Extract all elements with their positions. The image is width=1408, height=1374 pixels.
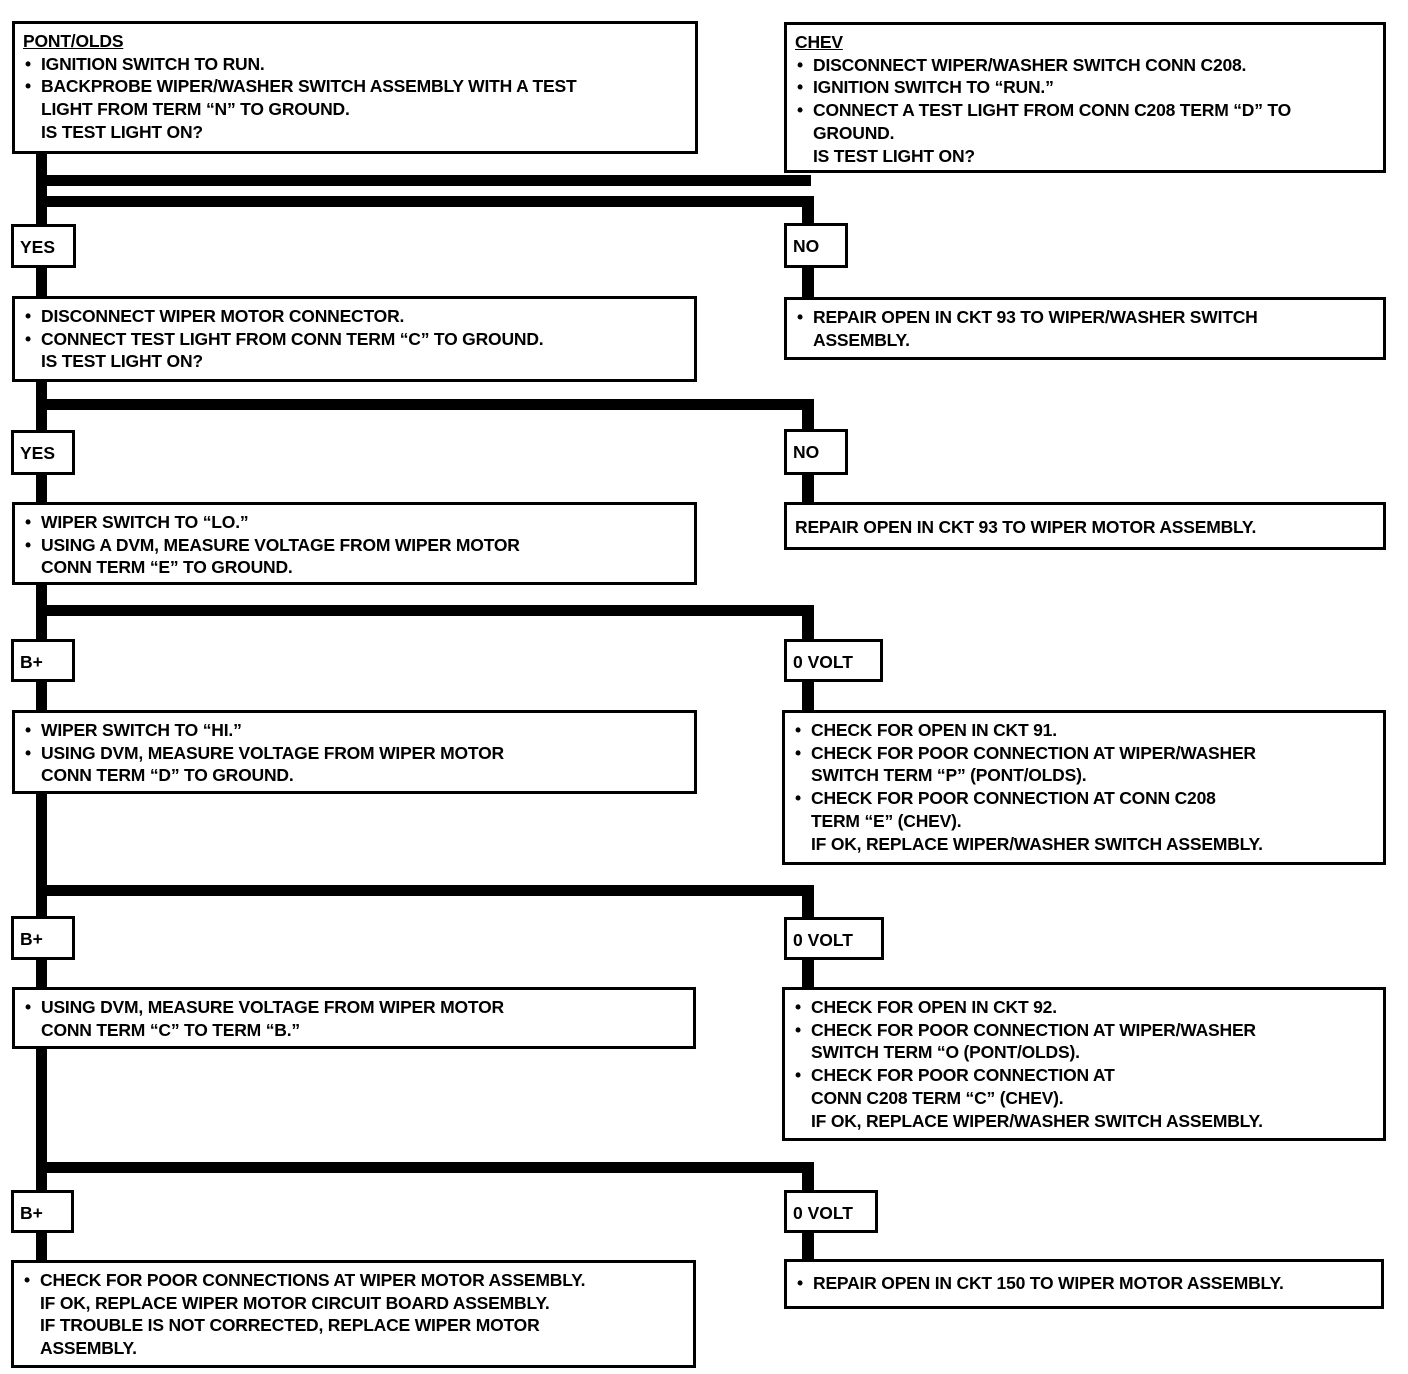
zero-stem-4 — [802, 958, 814, 990]
step-text: IGNITION SWITCH TO “RUN.” — [795, 76, 1373, 99]
step-text: REPAIR OPEN IN CKT 150 TO WIPER MOTOR AS… — [795, 1272, 1371, 1295]
zero-stem-5 — [802, 1229, 814, 1260]
step-text: WIPER SWITCH TO “HI.” — [23, 719, 684, 742]
measure-lo-voltage-box: WIPER SWITCH TO “LO.” USING A DVM, MEASU… — [12, 502, 697, 585]
step-text: IF OK, REPLACE WIPER MOTOR CIRCUIT BOARD… — [40, 1292, 550, 1313]
step-text: SWITCH TERM “P” (PONT/OLDS). — [811, 765, 1087, 786]
step-text: CHECK FOR POOR CONNECTION AT — [793, 1064, 1373, 1087]
step-text: DISCONNECT WIPER/WASHER SWITCH CONN C208… — [795, 54, 1373, 77]
yes-label: YES — [11, 430, 75, 475]
zero-volt-label: 0 VOLT — [784, 639, 883, 682]
branch-drop-3 — [802, 605, 814, 640]
chev-heading: CHEV — [795, 32, 843, 52]
step-text: WIPER SWITCH TO “LO.” — [23, 511, 684, 534]
step-text: REPAIR OPEN IN CKT 93 TO WIPER/WASHER SW… — [795, 306, 1373, 329]
branch-drop-1 — [802, 196, 814, 224]
question-text: IS TEST LIGHT ON? — [813, 145, 975, 166]
check-motor-connections-box: CHECK FOR POOR CONNECTIONS AT WIPER MOTO… — [11, 1260, 696, 1368]
branch-drop-5 — [802, 1162, 814, 1192]
branch-drop-2 — [802, 399, 814, 429]
chev-merge-line — [36, 175, 811, 186]
branch-line-3 — [36, 605, 814, 616]
step-text: CHECK FOR POOR CONNECTION AT CONN C208 — [793, 787, 1373, 810]
branch-line-4 — [36, 885, 814, 896]
step-text: SWITCH TERM “O (PONT/OLDS). — [811, 1042, 1080, 1063]
step-text: REPAIR OPEN IN CKT 93 TO WIPER MOTOR ASS… — [795, 517, 1257, 537]
step-text: DISCONNECT WIPER MOTOR CONNECTOR. — [23, 305, 684, 328]
zero-stem-3 — [802, 680, 814, 713]
branch-line-5 — [36, 1162, 814, 1173]
step-text: LIGHT FROM TERM “N” TO GROUND. — [41, 99, 350, 120]
no-stem-2 — [802, 470, 814, 504]
left-trunk-line — [36, 150, 47, 1262]
measure-c-to-b-voltage-box: USING DVM, MEASURE VOLTAGE FROM WIPER MO… — [12, 987, 696, 1049]
measure-hi-voltage-box: WIPER SWITCH TO “HI.” USING DVM, MEASURE… — [12, 710, 697, 794]
check-ckt92-box: CHECK FOR OPEN IN CKT 92. CHECK FOR POOR… — [782, 987, 1386, 1141]
repair-ckt93-switch-box: REPAIR OPEN IN CKT 93 TO WIPER/WASHER SW… — [784, 297, 1386, 360]
branch-line-2 — [36, 399, 814, 410]
step-text: GROUND. — [813, 122, 895, 143]
step-text: CHECK FOR POOR CONNECTION AT WIPER/WASHE… — [793, 742, 1373, 765]
step-text: USING DVM, MEASURE VOLTAGE FROM WIPER MO… — [23, 996, 683, 1019]
no-stem-1 — [802, 263, 814, 299]
branch-line-1 — [36, 196, 814, 207]
no-label: NO — [784, 223, 848, 268]
question-text: IS TEST LIGHT ON? — [41, 121, 203, 142]
repair-ckt93-motor-box: REPAIR OPEN IN CKT 93 TO WIPER MOTOR ASS… — [784, 502, 1386, 550]
step-text: IGNITION SWITCH TO RUN. — [23, 53, 685, 76]
step-text: TERM “E” (CHEV). — [811, 810, 962, 831]
no-label: NO — [784, 429, 848, 475]
step-text: USING A DVM, MEASURE VOLTAGE FROM WIPER … — [23, 534, 684, 557]
step-text: CHECK FOR POOR CONNECTIONS AT WIPER MOTO… — [22, 1269, 683, 1292]
zero-volt-label: 0 VOLT — [784, 1190, 878, 1233]
step-text: CHECK FOR POOR CONNECTION AT WIPER/WASHE… — [793, 1019, 1373, 1042]
step-text: CONNECT A TEST LIGHT FROM CONN C208 TERM… — [795, 99, 1373, 122]
step-text: CONN TERM “D” TO GROUND. — [41, 765, 294, 786]
step-text: IF OK, REPLACE WIPER/WASHER SWITCH ASSEM… — [811, 833, 1263, 854]
step-text: CHECK FOR OPEN IN CKT 91. — [793, 719, 1373, 742]
pont-olds-start-box: PONT/OLDS IGNITION SWITCH TO RUN. BACKPR… — [12, 21, 698, 154]
step-text: IF TROUBLE IS NOT CORRECTED, REPLACE WIP… — [40, 1315, 540, 1336]
yes-label: YES — [11, 224, 76, 268]
step-text: USING DVM, MEASURE VOLTAGE FROM WIPER MO… — [23, 742, 684, 765]
step-text: CONN TERM “C” TO TERM “B.” — [41, 1019, 300, 1040]
step-text: ASSEMBLY. — [813, 329, 910, 350]
b-plus-label: B+ — [11, 639, 75, 682]
step-text: CONNECT TEST LIGHT FROM CONN TERM “C” TO… — [23, 328, 684, 351]
pont-olds-heading: PONT/OLDS — [23, 31, 124, 51]
step-text: CONN TERM “E” TO GROUND. — [41, 557, 293, 578]
branch-drop-4 — [802, 885, 814, 918]
step-text: IF OK, REPLACE WIPER/WASHER SWITCH ASSEM… — [811, 1110, 1263, 1131]
b-plus-label: B+ — [11, 1190, 74, 1233]
step-text: ASSEMBLY. — [40, 1338, 137, 1359]
question-text: IS TEST LIGHT ON? — [41, 351, 203, 372]
step-text: BACKPROBE WIPER/WASHER SWITCH ASSEMBLY W… — [23, 75, 685, 98]
zero-volt-label: 0 VOLT — [784, 917, 884, 960]
check-ckt91-box: CHECK FOR OPEN IN CKT 91. CHECK FOR POOR… — [782, 710, 1386, 865]
step-text: CHECK FOR OPEN IN CKT 92. — [793, 996, 1373, 1019]
test-motor-connector-box: DISCONNECT WIPER MOTOR CONNECTOR. CONNEC… — [12, 296, 697, 382]
step-text: CONN C208 TERM “C” (CHEV). — [811, 1087, 1064, 1108]
chev-start-box: CHEV DISCONNECT WIPER/WASHER SWITCH CONN… — [784, 22, 1386, 173]
b-plus-label: B+ — [11, 916, 75, 960]
repair-ckt150-box: REPAIR OPEN IN CKT 150 TO WIPER MOTOR AS… — [784, 1259, 1384, 1309]
